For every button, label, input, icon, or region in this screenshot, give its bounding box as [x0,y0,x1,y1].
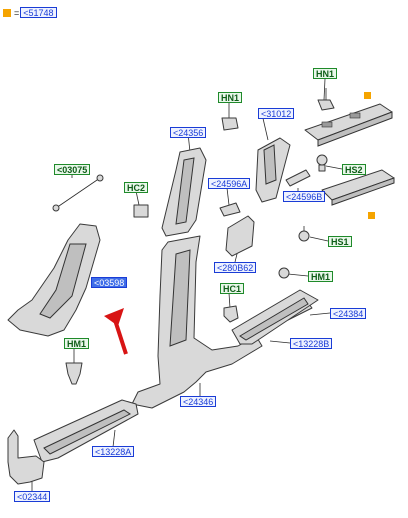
callout-02344[interactable]: <02344 [14,491,51,502]
clip-hn1 [317,88,335,111]
legend-equals: = [14,8,20,18]
kick-panel-02344 [7,429,45,485]
callout-24384[interactable]: <24384 [330,308,367,319]
bracket-280b62 [225,215,255,257]
callout-hn1-left[interactable]: HN1 [218,92,243,103]
clip-hc2 [133,204,149,218]
callout-280b62[interactable]: <280B62 [214,262,257,273]
legend-text: =<51748 [14,7,57,18]
callout-03598[interactable]: <03598 [91,277,128,288]
cover-24596a [219,202,241,217]
callout-hm1-left[interactable]: HM1 [64,338,90,349]
callout-24356[interactable]: <24356 [170,127,207,138]
marker-icon [364,92,371,99]
callout-24346[interactable]: <24346 [180,396,217,407]
callout-03075[interactable]: <03075 [54,164,91,175]
legend-ref-link[interactable]: <51748 [20,7,57,18]
clip-hn1-left [221,117,239,131]
c-pillar-trim [255,137,291,203]
clip-hm1-left [65,362,83,385]
scuff-plate-upper [304,103,393,147]
callout-hm1-right[interactable]: HM1 [308,271,334,282]
b-pillar-lower-trim [131,235,263,409]
callout-hn1[interactable]: HN1 [313,68,338,79]
screw-hs1 [298,226,310,242]
clip-hs2 [316,154,328,172]
callout-13228b[interactable]: <13228B [290,338,333,349]
check-strap-03075 [52,174,104,212]
marker-icon [368,212,375,219]
callout-hs1[interactable]: HS1 [328,236,352,247]
callout-24596a[interactable]: <24596A [208,178,251,189]
clip-hc1 [223,305,239,323]
callout-13228a[interactable]: <13228A [92,446,135,457]
callout-hs2[interactable]: HS2 [342,164,366,175]
scuff-plate-lower [321,169,395,206]
sill-plate-13228a [33,399,139,463]
cover-24596b [285,169,311,187]
b-pillar-upper-trim [161,147,207,237]
sill-plate-13228b [231,289,319,345]
callout-24596b[interactable]: <24596B [283,191,326,202]
callout-hc1[interactable]: HC1 [220,283,245,294]
direction-arrow [104,308,128,355]
clip-hm1-right [278,267,290,279]
callout-31012[interactable]: <31012 [258,108,295,119]
legend-marker-icon [3,9,11,17]
a-pillar-trim [7,223,101,337]
callout-hc2[interactable]: HC2 [124,182,149,193]
